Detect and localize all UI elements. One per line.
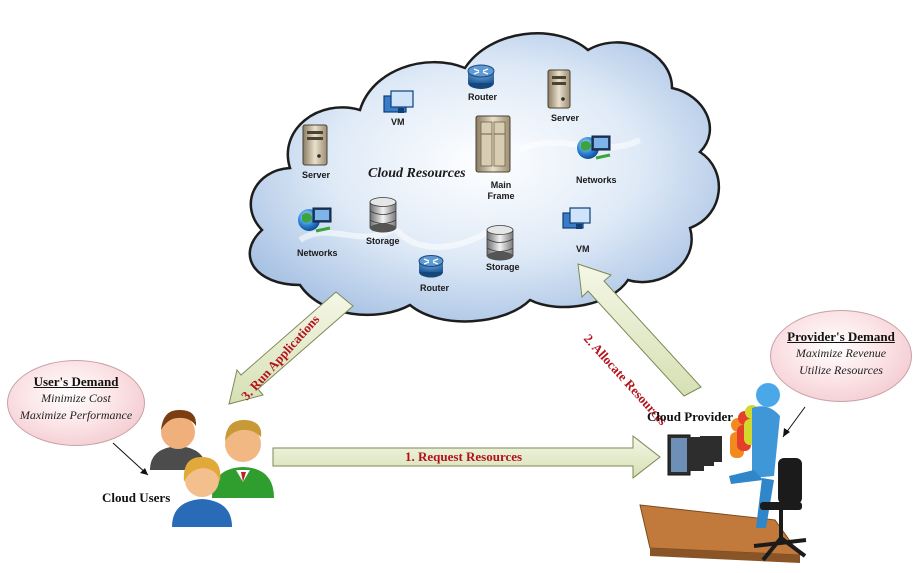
provider-demand-title: Provider's Demand [787, 329, 895, 344]
server-right-label: Server [551, 113, 580, 123]
router-icon [467, 64, 495, 89]
server-icon [302, 124, 328, 166]
mainframe-icon [475, 115, 511, 173]
user-demand-pointer [112, 442, 149, 476]
provider-demand-line: Utilize Resources [799, 363, 883, 377]
storage-icon [369, 197, 397, 233]
cloud-users-icon [150, 409, 274, 527]
allocate-resources-arrow [577, 263, 702, 397]
cloud-provider-label: Cloud Provider [647, 409, 734, 424]
networks-left-label: Networks [297, 248, 338, 258]
router-icon [418, 255, 444, 278]
server-left-label: Server [302, 170, 331, 180]
networks-icon [298, 207, 332, 233]
storage-icon [486, 225, 514, 261]
mainframe-label-line2: Frame [487, 191, 515, 201]
cloud-provider-icon [639, 383, 807, 563]
server-icon [547, 69, 571, 109]
provider-demand-pointer [782, 406, 806, 438]
request-resources-label: 1. Request Resources [405, 449, 523, 464]
router-top-label: Router [468, 92, 497, 102]
cloud-users-label: Cloud Users [102, 490, 171, 505]
user-demand-bubble: User's Demand Minimize Cost Maximize Per… [7, 360, 145, 446]
storage-left-label: Storage [366, 236, 400, 246]
run-applications-arrow [228, 291, 354, 405]
vm-top-label: VM [391, 117, 405, 127]
user-demand-line: Maximize Performance [19, 408, 133, 422]
vm-icon [383, 90, 414, 113]
user-demand-line: Minimize Cost [41, 391, 111, 405]
networks-right-label: Networks [576, 175, 617, 185]
storage-mid-label: Storage [486, 262, 520, 272]
user-demand-title: User's Demand [33, 374, 119, 389]
provider-demand-bubble: Provider's Demand Maximize Revenue Utili… [770, 310, 912, 402]
vm-right-label: VM [576, 244, 590, 254]
cloud-resources-title: Cloud Resources [368, 166, 466, 181]
vm-icon [562, 207, 591, 229]
provider-demand-line: Maximize Revenue [795, 346, 887, 360]
request-resources-arrow [272, 434, 661, 480]
router-bottom-label: Router [420, 283, 449, 293]
networks-icon [577, 135, 611, 160]
mainframe-label-line1: Main [490, 180, 512, 190]
